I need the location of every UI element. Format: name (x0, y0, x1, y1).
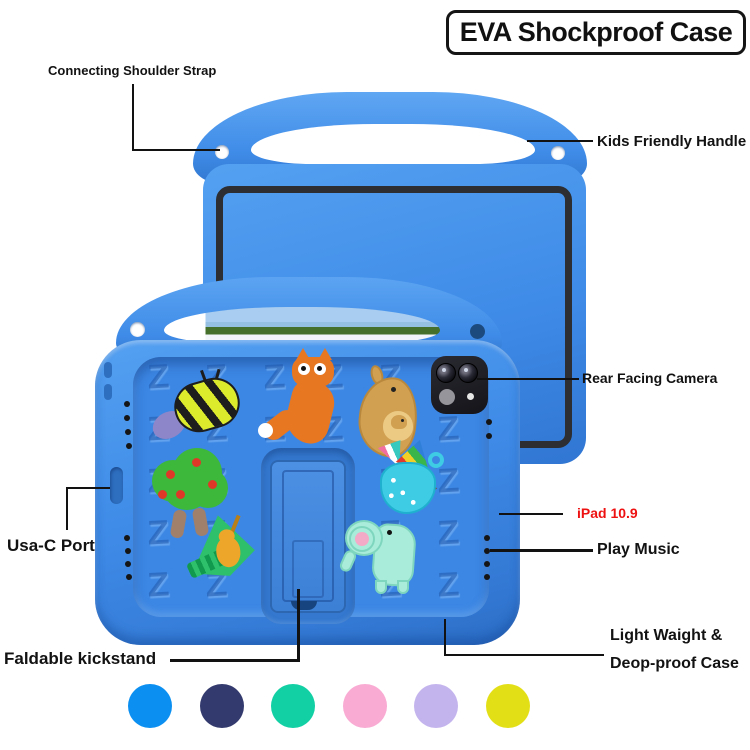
speaker-hole (124, 401, 130, 407)
usb-c-port-slot (110, 467, 123, 504)
label-lightweight-line2: Deop-proof Case (610, 655, 739, 672)
color-swatch-azure-blue (128, 684, 172, 728)
color-swatch-lavender (414, 684, 459, 728)
elephant-charm-icon (338, 512, 430, 597)
speaker-hole (125, 429, 131, 435)
color-swatch-navy (199, 684, 244, 728)
z-pattern-glyph: Z (436, 565, 461, 605)
label-connecting-shoulder-strap: Connecting Shoulder Strap (48, 63, 217, 78)
color-swatch-yellow (486, 684, 530, 728)
label-lightweight-line1: Light Waight & (610, 627, 723, 644)
connector-line (490, 549, 593, 552)
kangaroo-charm-icon (345, 363, 435, 465)
fox-charm-icon (258, 348, 352, 450)
connector-line (444, 654, 604, 656)
product-title: EVA Shockproof Case (446, 10, 746, 55)
speaker-hole (125, 561, 131, 567)
speaker-hole (126, 574, 132, 580)
connector-line (499, 513, 563, 515)
label-ipad-model: iPad 10.9 (577, 505, 638, 521)
elephant-eye (387, 530, 392, 535)
front-strap-hole (130, 322, 145, 337)
camera-lens-icon (436, 363, 456, 383)
camera-flash-icon (467, 393, 474, 400)
label-kids-friendly-handle: Kids Friendly Handle (597, 133, 747, 150)
label-kickstand: Faldable kickstand (4, 649, 157, 668)
speaker-hole (486, 419, 492, 425)
speaker-hole (484, 548, 490, 554)
elephant-ear (349, 526, 375, 552)
kangaroo-joey (391, 415, 407, 429)
fox-tail-tip (258, 423, 273, 438)
connector-line (132, 84, 134, 150)
lidar-sensor-icon (439, 389, 455, 405)
connector-line (132, 149, 220, 151)
lens-glint (464, 368, 468, 372)
camera-lens-icon (458, 363, 478, 383)
cup-handle (428, 452, 444, 468)
fox-eye (298, 363, 310, 375)
label-play-music: Play Music (597, 541, 680, 558)
connector-line (527, 140, 593, 142)
cup-body (380, 462, 436, 514)
speaker-hole (484, 561, 490, 567)
apple-tree-charm-icon (146, 448, 241, 548)
connector-line (477, 378, 579, 380)
color-swatch-mint-green (271, 684, 316, 728)
fox-body (281, 376, 339, 448)
violin-charm-icon (176, 506, 266, 592)
speaker-hole (124, 415, 130, 421)
label-usb-port: Usa-C Port (7, 536, 95, 555)
connector-line (66, 487, 68, 530)
lens-glint (442, 368, 446, 372)
kangaroo-eye (391, 387, 396, 392)
connector-line (170, 659, 300, 662)
connector-line (297, 589, 300, 662)
front-case-handle-opening (164, 307, 440, 343)
label-rear-facing-camera: Rear Facing Camera (582, 370, 718, 386)
connector-line (444, 619, 446, 656)
speaker-hole (124, 535, 130, 541)
volume-button-up (104, 362, 112, 378)
speaker-hole (484, 535, 490, 541)
z-pattern-glyph: Z (146, 565, 171, 605)
kickstand-notch (291, 601, 317, 610)
umbrella-cup-charm-icon (378, 446, 448, 518)
speaker-hole (125, 548, 131, 554)
connector-line (66, 487, 110, 489)
z-pattern-glyph: Z (436, 513, 461, 553)
kickstand-inner-outline (292, 540, 324, 598)
color-swatch-pink (342, 684, 387, 728)
strap-hole-right (551, 146, 565, 160)
volume-button-down (104, 384, 112, 400)
speaker-hole (484, 574, 490, 580)
handle-anchor-hole (470, 324, 485, 339)
speaker-hole (486, 433, 492, 439)
camera-module (431, 356, 488, 414)
speaker-hole (126, 443, 132, 449)
fox-eye (314, 363, 326, 375)
z-pattern-glyph: Z (436, 409, 461, 449)
strap-hole-left (215, 145, 229, 159)
back-case-handle-opening (251, 124, 535, 164)
